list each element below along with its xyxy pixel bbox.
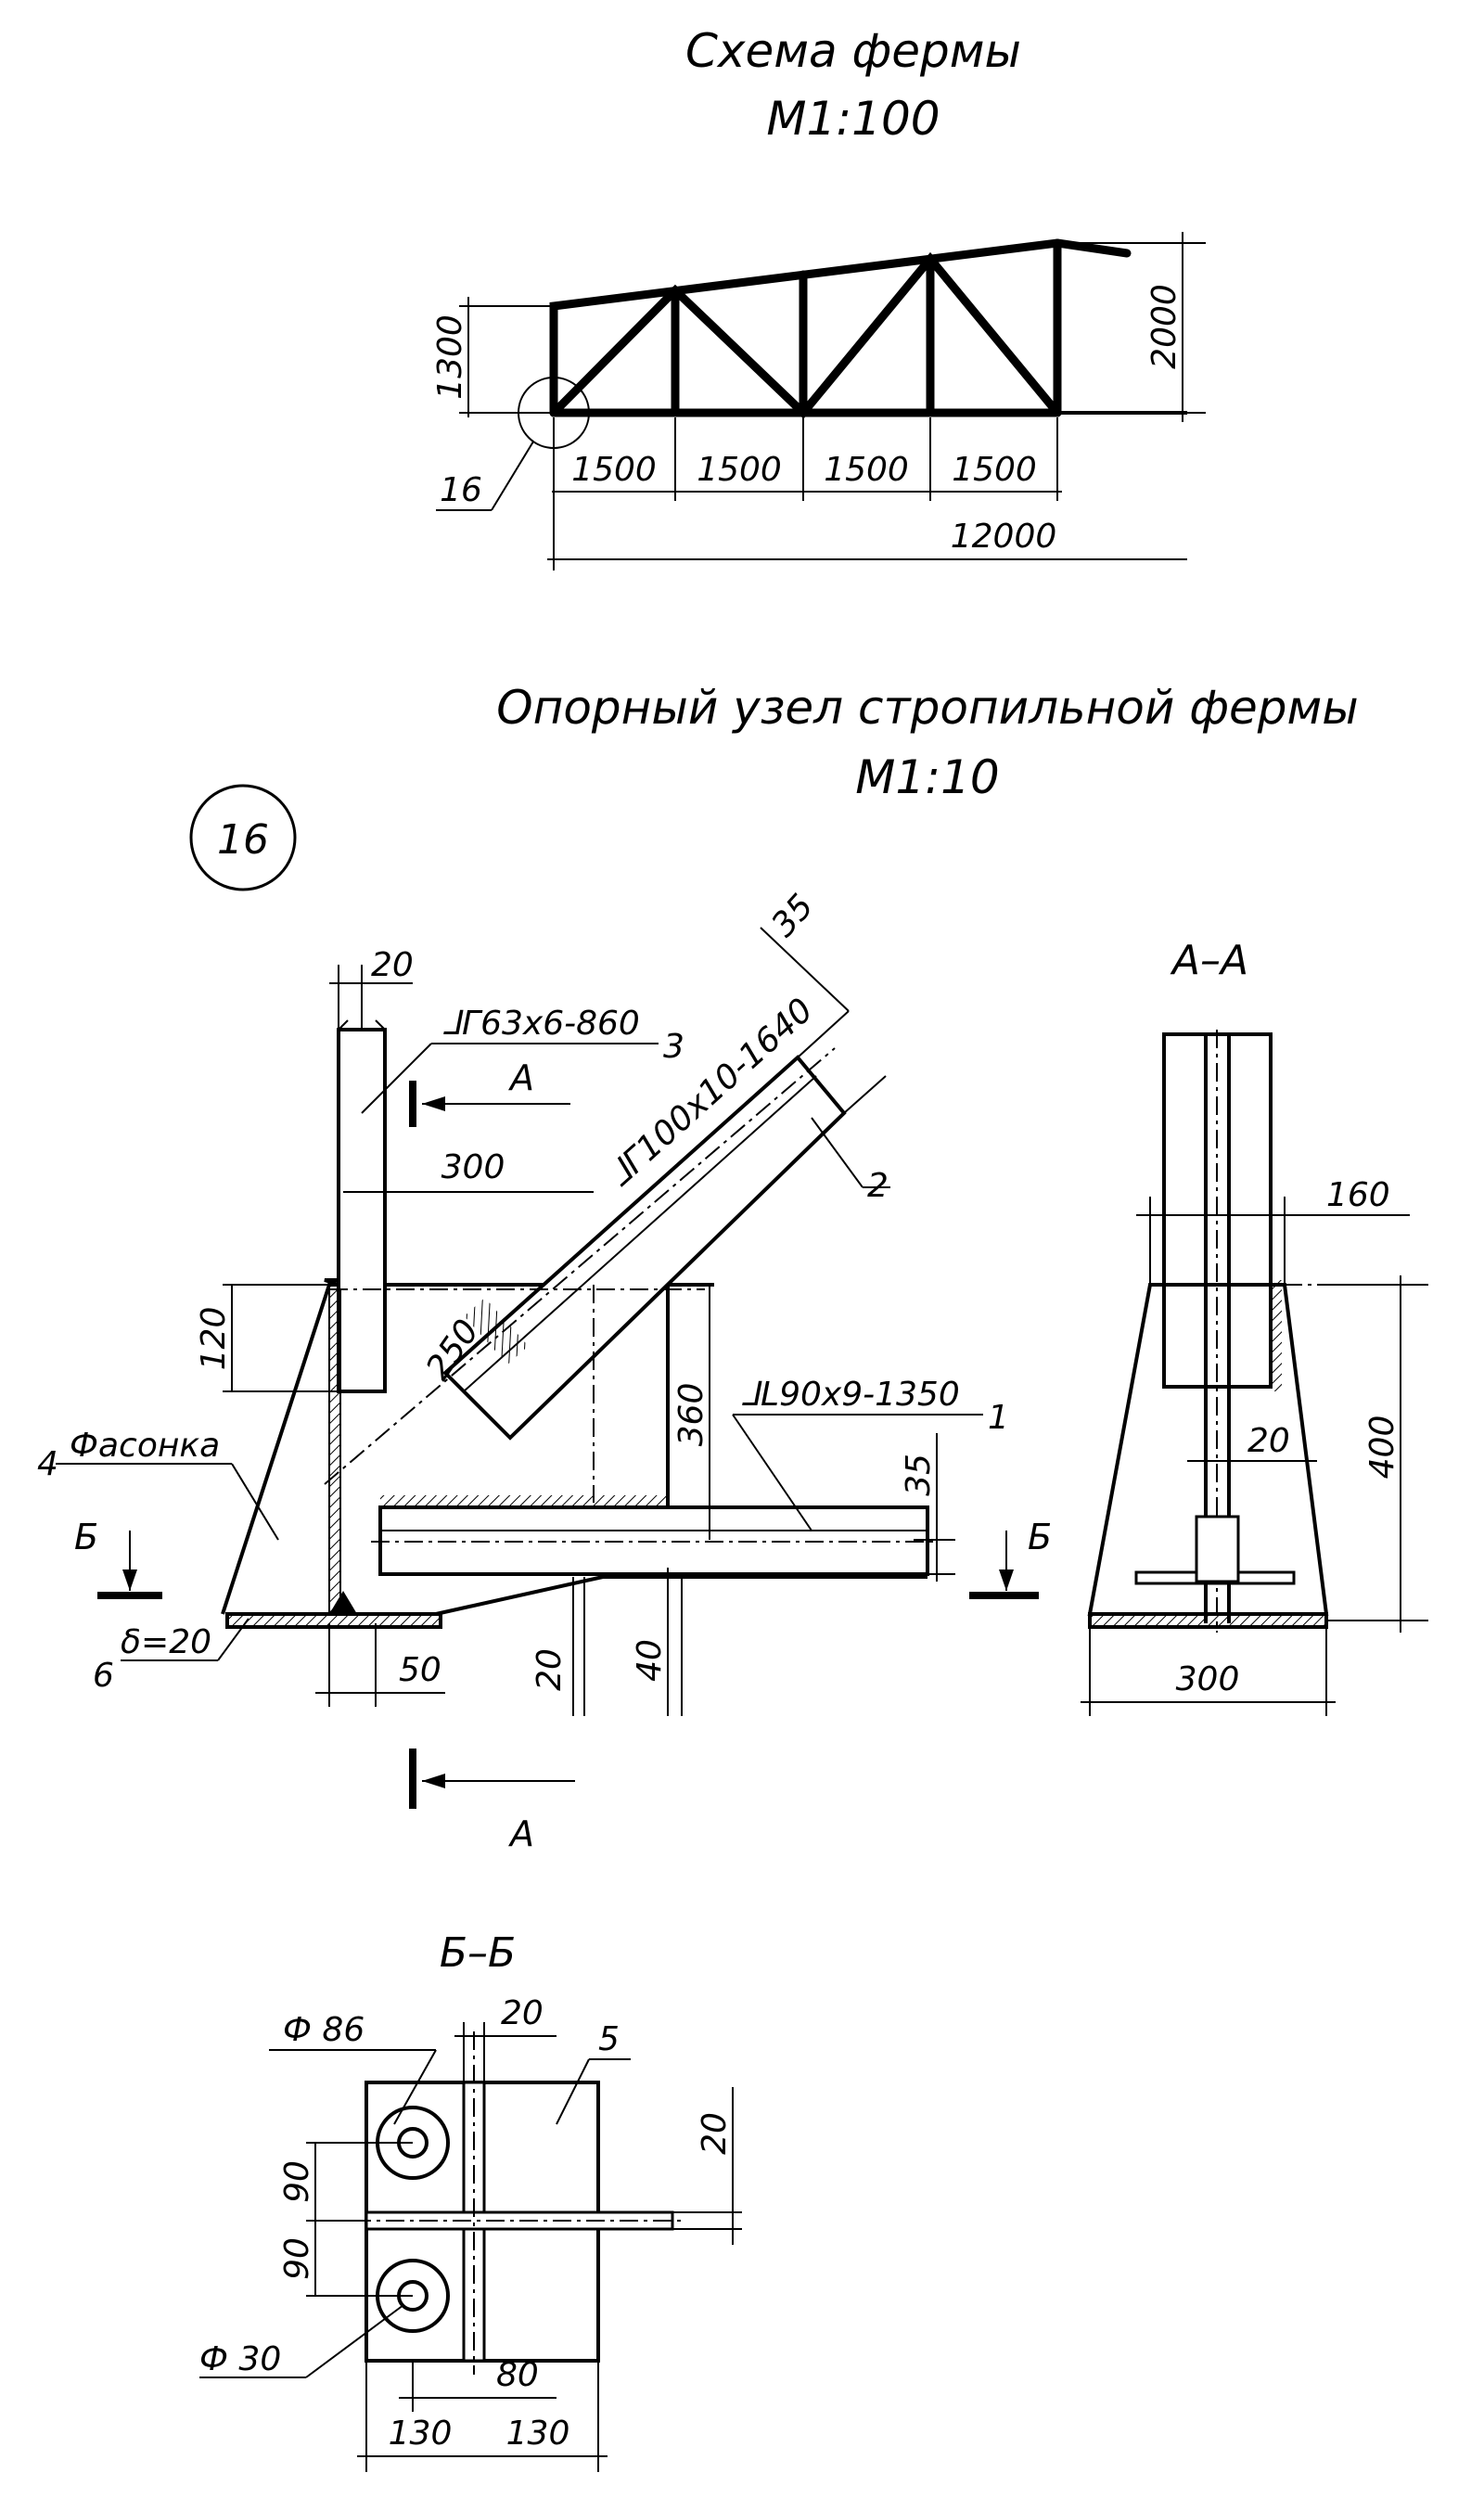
dim-panel-1: 1500	[571, 451, 657, 489]
node-callout-circle	[518, 377, 590, 449]
section-bb-dim-90a: 90	[278, 2160, 316, 2203]
label-p3-profile: ⅃Г63х6-860	[443, 1005, 640, 1043]
section-bb-dim-20right: 20	[696, 2112, 734, 2155]
section-aa-title: А–А	[1170, 937, 1248, 984]
node-number-circle	[189, 784, 297, 891]
section-aa-dim-20: 20	[1247, 1422, 1290, 1460]
section-aa-dim-400: 400	[1363, 1416, 1401, 1480]
section-aa-dim-300: 300	[1176, 1660, 1240, 1698]
node-title: Опорный узел стропильной фермы	[496, 681, 1358, 735]
dim-50: 50	[399, 1651, 441, 1689]
dim-360: 360	[672, 1383, 710, 1447]
label-p3-num: 3	[663, 1028, 684, 1066]
label-p1-num: 1	[988, 1399, 1009, 1437]
truss-scheme: Схема фермы М1:100 1300 2000 1500	[431, 24, 1206, 570]
section-bb-view: Б–Б Ф 86 20 5 20	[199, 1929, 742, 2472]
dim-panel-3: 1500	[824, 451, 909, 489]
dim-total: 12000	[951, 518, 1057, 556]
section-bb-title: Б–Б	[440, 1929, 516, 1977]
label-plate-thk: δ=20	[121, 1623, 211, 1661]
dim-1300: 1300	[431, 314, 469, 400]
truss-members	[549, 238, 1187, 419]
section-b-left: Б	[74, 1517, 98, 1557]
section-aa-view: А–А 160 20 400 300	[1081, 937, 1428, 1716]
dim-panel-4: 1500	[952, 451, 1037, 489]
section-bb-phi30: Ф 30	[199, 2340, 281, 2378]
dim-35b: 35	[900, 1454, 938, 1496]
bottom-chord-member	[371, 1495, 937, 1576]
label-gusset-num: 4	[37, 1445, 58, 1483]
diagonal-member	[324, 1010, 887, 1485]
dim-panel-2: 1500	[697, 451, 782, 489]
scheme-title: Схема фермы	[685, 24, 1021, 78]
section-bb-dim-80: 80	[496, 2356, 539, 2394]
section-aa-dim-160: 160	[1326, 1176, 1390, 1214]
node-main-view: 20 35 ⅃Г63х6-860 3 ⅃Г100х10-1640 2 А 300…	[37, 888, 1052, 1854]
dim-40: 40	[631, 1639, 669, 1682]
section-b-right: Б	[1028, 1517, 1052, 1557]
dim-top-20: 20	[371, 946, 414, 984]
label-plate-num: 6	[93, 1657, 114, 1695]
dim-300: 300	[441, 1148, 505, 1186]
dim-2000: 2000	[1145, 284, 1183, 369]
section-bb-dim-130a: 130	[389, 2415, 453, 2453]
section-bb-dim-90b: 90	[278, 2237, 316, 2280]
scheme-scale: М1:100	[766, 92, 940, 146]
bearing-plate	[225, 1612, 442, 1629]
node-scale: М1:10	[855, 750, 999, 804]
label-p1-profile: ⅃L90х9-1350	[742, 1376, 960, 1414]
section-a-bottom: А	[507, 1813, 534, 1854]
dim-120: 120	[195, 1307, 233, 1371]
vertical-post-member	[337, 1028, 387, 1393]
section-a-top: А	[507, 1057, 534, 1098]
label-gusset-name: Фасонка	[70, 1427, 220, 1465]
section-bb-dim-20top: 20	[501, 1994, 544, 2032]
section-bb-dim-130b: 130	[506, 2415, 570, 2453]
section-bb-part5: 5	[598, 2020, 620, 2058]
dim-20b: 20	[531, 1648, 569, 1691]
dim-top-35: 35	[764, 888, 821, 944]
node-callout-number: 16	[440, 471, 482, 509]
section-bb-phi86: Ф 86	[283, 2011, 365, 2049]
node-number: 16	[217, 816, 269, 864]
label-p2-num: 2	[867, 1167, 889, 1205]
